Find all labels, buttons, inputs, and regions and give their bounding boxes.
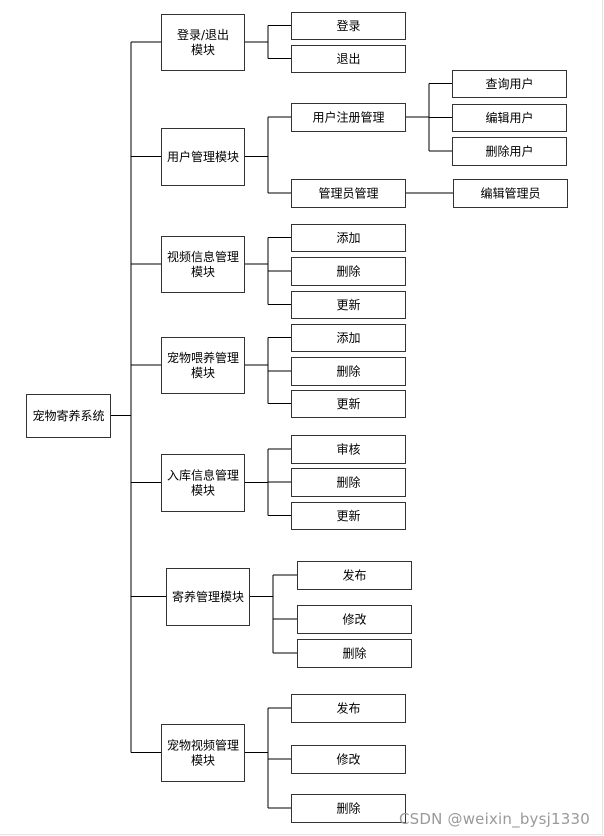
node-box-m5c2 <box>291 468 406 497</box>
node-m4c2: 删除 <box>291 357 406 386</box>
node-m5c3: 更新 <box>291 502 406 530</box>
node-m2c1c: 删除用户 <box>452 137 567 166</box>
node-m3c3: 更新 <box>291 291 406 319</box>
node-label-m2c1c: 删除用户 <box>485 144 533 159</box>
node-m5c2: 删除 <box>291 468 406 497</box>
node-m2c1b: 编辑用户 <box>452 104 567 132</box>
node-box-m1c1 <box>291 12 406 40</box>
node-m7c2: 修改 <box>291 745 406 774</box>
node-box-m6c2 <box>297 605 412 634</box>
node-label-m5: 入库信息管理模块 <box>167 468 239 498</box>
node-box-m2 <box>161 128 245 186</box>
node-label-m4: 宠物喂养管理模块 <box>167 350 239 380</box>
node-box-m5c3 <box>291 502 406 530</box>
node-box-m3c1 <box>291 224 406 252</box>
node-m5: 入库信息管理模块 <box>161 454 245 512</box>
node-label-m6: 寄养管理模块 <box>172 589 244 604</box>
node-box-m6c3 <box>297 639 412 668</box>
node-m1: 登录/退出模块 <box>161 14 245 71</box>
node-label-m1c2: 退出 <box>336 52 360 66</box>
node-box-m2c2 <box>291 179 406 208</box>
node-label-m1c1: 登录 <box>336 18 360 33</box>
node-m5c1: 审核 <box>291 435 406 464</box>
node-label-m2c1a: 查询用户 <box>485 76 533 91</box>
node-box-root <box>26 394 111 438</box>
node-box-m3c3 <box>291 291 406 319</box>
node-label-m4c2: 删除 <box>336 364 360 379</box>
node-label-m5c2: 删除 <box>336 475 360 490</box>
connector-lines <box>110 25 453 809</box>
node-m7c1: 发布 <box>291 694 406 723</box>
node-box-m5 <box>161 454 245 512</box>
node-box-m2c1b <box>452 104 567 132</box>
watermark: CSDN @weixin_bysj1330 <box>398 810 590 828</box>
node-m6c3: 删除 <box>297 639 412 668</box>
node-m6c2: 修改 <box>297 605 412 634</box>
node-label-m7c3: 删除 <box>336 801 360 816</box>
node-label-m1: 登录/退出模块 <box>177 27 229 57</box>
node-box-m4 <box>161 337 245 394</box>
node-box-m2c1c <box>452 137 567 166</box>
node-box-m3c2 <box>291 257 406 286</box>
node-label-m2c2a: 编辑管理员 <box>480 186 540 201</box>
node-box-m7c1 <box>291 694 406 723</box>
node-m2c2: 管理员管理 <box>291 179 406 208</box>
node-label-m6c1: 发布 <box>342 568 366 583</box>
node-box-m2c2a <box>453 179 568 208</box>
node-m7c3: 删除 <box>291 794 406 823</box>
node-label-m5c3: 更新 <box>336 508 360 523</box>
node-box-m4c1 <box>291 324 406 352</box>
node-label-m4c1: 添加 <box>336 331 360 345</box>
node-label-m7: 宠物视频管理模块 <box>167 738 239 768</box>
node-m4c3: 更新 <box>291 390 406 418</box>
node-label-m3c1: 添加 <box>336 231 360 245</box>
node-label-m2c2: 管理员管理 <box>318 186 378 201</box>
node-m4c1: 添加 <box>291 324 406 352</box>
node-m7: 宠物视频管理模块 <box>161 724 245 782</box>
node-label-m6c2: 修改 <box>342 612 366 627</box>
node-m3c1: 添加 <box>291 224 406 252</box>
node-m1c2: 退出 <box>291 45 406 73</box>
node-m3: 视频信息管理模块 <box>161 236 245 293</box>
node-label-m6c3: 删除 <box>342 646 366 661</box>
node-label-m2c1b: 编辑用户 <box>485 110 533 125</box>
node-box-m7c3 <box>291 794 406 823</box>
node-box-m2c1a <box>452 70 567 98</box>
node-box-m6c1 <box>297 561 412 590</box>
node-box-m2c1 <box>291 103 406 132</box>
node-m2c2a: 编辑管理员 <box>453 179 568 208</box>
node-box-m5c1 <box>291 435 406 464</box>
node-box-m7 <box>161 724 245 782</box>
node-box-m1 <box>161 14 245 71</box>
node-m1c1: 登录 <box>291 12 406 40</box>
node-label-m2: 用户管理模块 <box>167 149 239 164</box>
node-m4: 宠物喂养管理模块 <box>161 337 245 394</box>
node-label-m3c3: 更新 <box>336 297 360 312</box>
node-box-m1c2 <box>291 45 406 73</box>
node-box-m6 <box>166 568 250 626</box>
node-label-root: 宠物寄养系统 <box>32 408 104 423</box>
node-m2c1a: 查询用户 <box>452 70 567 98</box>
node-root: 宠物寄养系统 <box>26 394 111 438</box>
node-m2: 用户管理模块 <box>161 128 245 186</box>
node-m3c2: 删除 <box>291 257 406 286</box>
node-label-m5c1: 审核 <box>336 442 360 457</box>
node-box-m4c3 <box>291 390 406 418</box>
node-box-m4c2 <box>291 357 406 386</box>
node-label-m7c1: 发布 <box>336 701 360 716</box>
node-label-m7c2: 修改 <box>336 752 360 767</box>
node-box-m3 <box>161 236 245 293</box>
node-label-m2c1: 用户注册管理 <box>312 110 384 125</box>
node-label-m3c2: 删除 <box>336 264 360 279</box>
node-m6: 寄养管理模块 <box>166 568 250 626</box>
node-m6c1: 发布 <box>297 561 412 590</box>
node-m2c1: 用户注册管理 <box>291 103 406 132</box>
node-box-m7c2 <box>291 745 406 774</box>
node-label-m3: 视频信息管理模块 <box>167 249 239 279</box>
node-label-m4c3: 更新 <box>336 396 360 411</box>
